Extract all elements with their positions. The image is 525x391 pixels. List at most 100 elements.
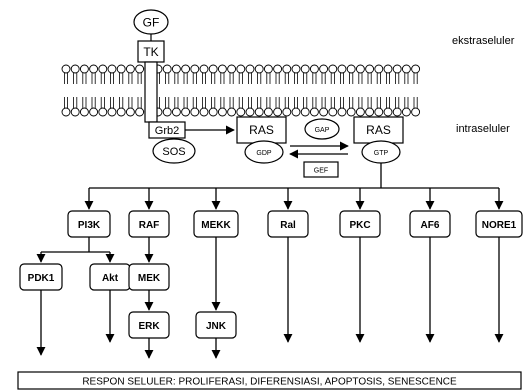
lipid-head xyxy=(245,107,255,117)
lipid-head xyxy=(70,64,80,74)
ras-gdp-node xyxy=(236,116,287,144)
lipid-head xyxy=(199,64,209,74)
lipid-head xyxy=(98,107,108,117)
lipid-head xyxy=(263,107,273,117)
lipid-head xyxy=(282,107,292,117)
gtp-label: GTP xyxy=(374,150,389,157)
lipid-head xyxy=(263,64,273,74)
lipid-head xyxy=(309,64,319,74)
gap-label: GAP xyxy=(315,127,330,134)
raf-label: RAF xyxy=(139,220,160,231)
lipid-head xyxy=(374,107,384,117)
lipid-head xyxy=(291,107,301,117)
receptor-transmembrane xyxy=(144,61,158,123)
nore1-label: NORE1 xyxy=(482,220,517,231)
lipid-head xyxy=(346,64,356,74)
gdp-label: GDP xyxy=(256,150,272,157)
lipid-head xyxy=(227,107,237,117)
lipid-head xyxy=(162,64,172,74)
lipid-head xyxy=(300,107,310,117)
lipid-head xyxy=(171,107,181,117)
lipid-head xyxy=(355,64,365,74)
lipid-head xyxy=(89,64,99,74)
lipid-head xyxy=(383,107,393,117)
label-intraseluler: intraseluler xyxy=(456,123,510,135)
lipid-head xyxy=(309,107,319,117)
lipid-head xyxy=(190,64,200,74)
lipid-head xyxy=(135,64,145,74)
lipid-head xyxy=(162,107,172,117)
lipid-head xyxy=(337,64,347,74)
lipid-head xyxy=(365,107,375,117)
lipid-head xyxy=(411,64,421,74)
cell-membrane xyxy=(61,64,421,117)
pi3k-label: PI3K xyxy=(78,220,101,231)
lipid-head xyxy=(217,64,227,74)
lipid-head xyxy=(346,107,356,117)
sos-label: SOS xyxy=(162,146,185,158)
lipid-head xyxy=(116,64,126,74)
lipid-head xyxy=(401,107,411,117)
ras-left-label: RAS xyxy=(249,123,274,137)
lipid-head xyxy=(135,107,145,117)
sos-node xyxy=(152,138,196,164)
lipid-head xyxy=(181,64,191,74)
lipid-head xyxy=(107,64,117,74)
lipid-head xyxy=(328,107,338,117)
grb2-label: Grb2 xyxy=(155,125,179,137)
mek-label: MEK xyxy=(138,273,161,284)
lipid-head xyxy=(319,64,329,74)
lipid-head xyxy=(236,107,246,117)
akt-label: Akt xyxy=(102,273,119,284)
lipid-head xyxy=(236,64,246,74)
lipid-head xyxy=(107,107,117,117)
lipid-head xyxy=(365,64,375,74)
lipid-head xyxy=(227,64,237,74)
tk-label: TK xyxy=(143,45,158,59)
lipid-head xyxy=(208,107,218,117)
lipid-head xyxy=(254,64,264,74)
lipid-head xyxy=(282,64,292,74)
lipid-head xyxy=(392,107,402,117)
lipid-head xyxy=(392,64,402,74)
erk-label: ERK xyxy=(138,321,160,332)
pkc-label: PKC xyxy=(349,220,370,231)
lipid-head xyxy=(245,64,255,74)
gap-node xyxy=(304,118,340,140)
lipid-head xyxy=(190,107,200,117)
label-ekstraseluler: ekstraseluler xyxy=(452,35,515,47)
lipid-head xyxy=(199,107,209,117)
lipid-head xyxy=(61,107,71,117)
lipid-head xyxy=(208,64,218,74)
lipid-head xyxy=(291,64,301,74)
lipid-head xyxy=(79,107,89,117)
lipid-head xyxy=(383,64,393,74)
gef-label: GEF xyxy=(314,168,328,175)
lipid-head xyxy=(337,107,347,117)
lipid-head xyxy=(374,64,384,74)
lipid-head xyxy=(89,107,99,117)
lipid-head xyxy=(411,107,421,117)
lipid-head xyxy=(217,107,227,117)
mekk-label: MEKK xyxy=(201,220,231,231)
lipid-head xyxy=(125,64,135,74)
lipid-head xyxy=(70,107,80,117)
gf-label: GF xyxy=(143,16,160,30)
lipid-head xyxy=(79,64,89,74)
lipid-head xyxy=(300,64,310,74)
ral-label: Ral xyxy=(280,220,296,231)
ras-gtp-node xyxy=(353,116,404,144)
lipid-head xyxy=(328,64,338,74)
lipid-head xyxy=(273,64,283,74)
lipid-head xyxy=(98,64,108,74)
lipid-head xyxy=(171,64,181,74)
lipid-head xyxy=(181,107,191,117)
lipid-head xyxy=(401,64,411,74)
gdp-node xyxy=(244,140,284,164)
jnk-label: JNK xyxy=(206,321,227,332)
lipid-head xyxy=(61,64,71,74)
lipid-head xyxy=(355,107,365,117)
lipid-head xyxy=(254,107,264,117)
